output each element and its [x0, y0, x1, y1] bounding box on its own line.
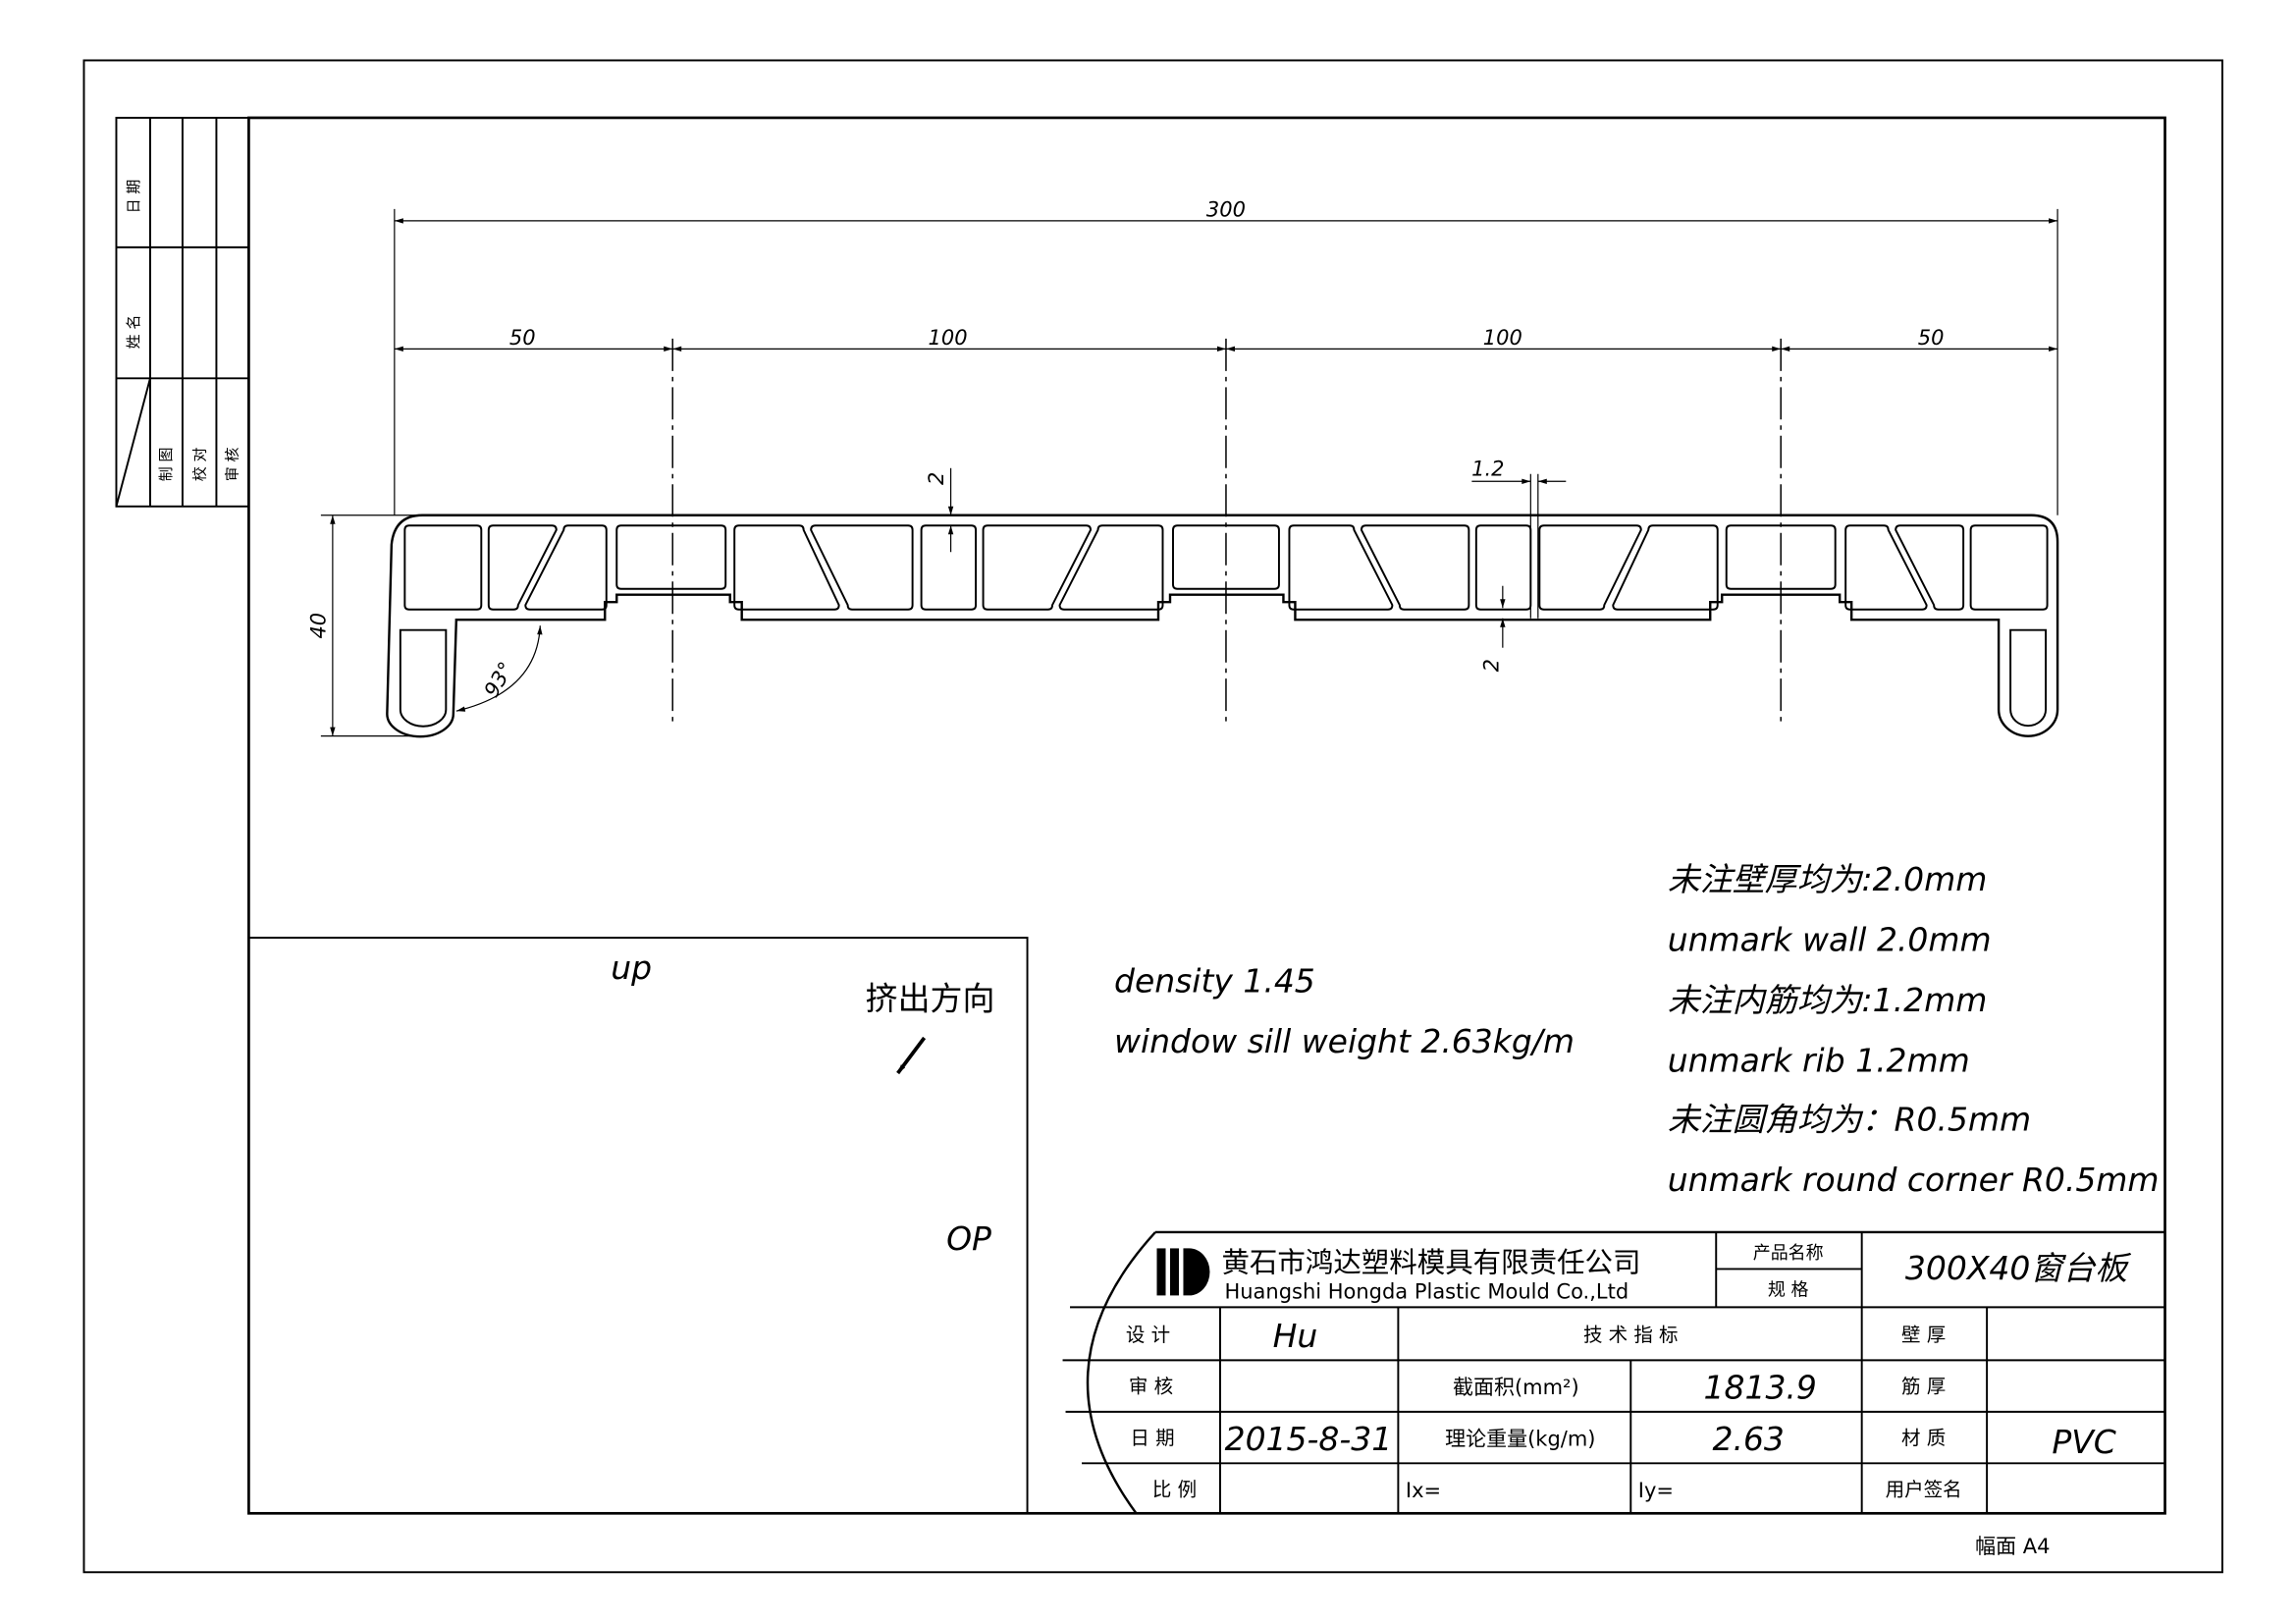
- rib-thickness-label: 筋 厚: [1901, 1375, 1946, 1397]
- strip-drawn-label: 制 图: [157, 448, 175, 482]
- ix-label: Ix=: [1406, 1479, 1441, 1502]
- profile-cell: [1360, 524, 1470, 611]
- property-weight: window sill weight 2.63kg/m: [1114, 1022, 1575, 1060]
- label-up: up: [611, 948, 652, 987]
- weight-value: 2.63: [1713, 1420, 1785, 1458]
- dim-rib: 1.2: [1471, 457, 1504, 480]
- profile-cell: [920, 524, 978, 611]
- weight-label: 理论重量(kg/m): [1445, 1427, 1595, 1450]
- dim-seg4: 50: [1918, 326, 1945, 350]
- user-signature-label: 用户签名: [1886, 1478, 1962, 1500]
- note-rib-en: unmark rib 1.2mm: [1668, 1042, 1970, 1080]
- dim-seg2: 100: [929, 326, 968, 350]
- dim-seg3: 100: [1483, 326, 1522, 350]
- material-label: 材 质: [1901, 1427, 1946, 1449]
- scale-label: 比 例: [1152, 1478, 1197, 1500]
- profile-cell: [1725, 524, 1837, 590]
- strip-name-label: 姓 名: [125, 315, 142, 350]
- spec-label: 规 格: [1768, 1279, 1809, 1300]
- profile-cell: [403, 524, 483, 611]
- profile-outline: [386, 514, 2059, 738]
- company-name-en: Huangshi Hongda Plastic Mould Co.,Ltd: [1224, 1279, 1629, 1303]
- profile-cell: [1612, 524, 1719, 611]
- profile-cell: [487, 524, 558, 611]
- profile-cell: [982, 524, 1093, 611]
- extrusion-view: up 挤出方向 OP: [247, 937, 1029, 1515]
- title-block: 黄石市鸿达塑料模具有限责任公司 Huangshi Hongda Plastic …: [1062, 1230, 2165, 1515]
- sheet-size: 幅面 A4: [1975, 1535, 2050, 1558]
- company-logo: [1156, 1248, 1210, 1296]
- note-rib-cn: 未注内筋均为:1.2mm: [1668, 981, 1988, 1019]
- profile-cell: [615, 524, 727, 590]
- profile-cell: [1474, 524, 1532, 611]
- review-label: 审 核: [1129, 1375, 1173, 1397]
- dim-seg1: 50: [509, 326, 536, 350]
- profile-cell: [733, 524, 840, 611]
- product-name: 300X40窗台板: [1905, 1249, 2131, 1287]
- profile-cell: [1969, 524, 2049, 611]
- property-density: density 1.45: [1114, 962, 1315, 1001]
- company-name-cn: 黄石市鸿达塑料模具有限责任公司: [1221, 1246, 1640, 1278]
- strip-proofread-label: 校 对: [190, 448, 208, 482]
- notes-block: 未注壁厚均为:2.0mm unmark wall 2.0mm 未注内筋均为:1.…: [1114, 860, 2160, 1199]
- profile-cell: [1288, 524, 1394, 611]
- revision-strip: 日 期 姓 名 制 图 校 对 审 核: [115, 116, 250, 508]
- design-label: 设 计: [1126, 1324, 1170, 1346]
- dim-wall-top: 2: [925, 472, 948, 485]
- inner-frame: [247, 116, 2166, 1515]
- area-value: 1813.9: [1704, 1368, 1817, 1406]
- label-extrusion-direction: 挤出方向: [866, 980, 995, 1018]
- area-label: 截面积(mm²): [1453, 1376, 1579, 1399]
- wall-thickness-label: 壁 厚: [1901, 1324, 1946, 1346]
- profile-cells: [403, 524, 2049, 611]
- strip-reviewed-label: 审 核: [223, 448, 240, 482]
- profile-cell: [1058, 524, 1164, 611]
- note-wall-cn: 未注壁厚均为:2.0mm: [1668, 860, 1988, 898]
- design-value: Hu: [1273, 1317, 1318, 1355]
- label-op: OP: [946, 1219, 991, 1258]
- note-corner-cn: 未注圆角均为：R0.5mm: [1668, 1100, 2031, 1138]
- profile-cell: [1538, 524, 1642, 611]
- profile-cell: [1844, 524, 1928, 611]
- iy-label: Iy=: [1638, 1479, 1674, 1502]
- dim-overall: 300: [1206, 197, 1246, 221]
- arrow-down-left-icon: [896, 1036, 927, 1075]
- profile-cell: [1172, 524, 1280, 590]
- profile-cell: [1895, 524, 1965, 611]
- profile-cell: [810, 524, 914, 611]
- outer-border: [82, 59, 2223, 1574]
- date-value: 2015-8-31: [1225, 1420, 1393, 1458]
- tech-spec-label: 技 术 指 标: [1583, 1324, 1679, 1346]
- strip-date-label: 日 期: [125, 180, 142, 214]
- note-wall-en: unmark wall 2.0mm: [1668, 921, 1992, 959]
- dim-angle: 93°: [480, 658, 518, 701]
- dim-height: 40: [306, 613, 330, 639]
- dim-wall-bottom: 2: [1479, 659, 1503, 672]
- note-corner-en: unmark round corner R0.5mm: [1668, 1161, 2160, 1199]
- dimension-lines: 300 50 100 100 50 40 2 1.2 2 93°: [306, 197, 2058, 737]
- window-sill-profile: [386, 514, 2059, 738]
- profile-cell: [524, 524, 608, 611]
- date-label: 日 期: [1130, 1427, 1174, 1449]
- material-value: PVC: [2052, 1423, 2115, 1461]
- product-name-label: 产品名称: [1753, 1243, 1824, 1264]
